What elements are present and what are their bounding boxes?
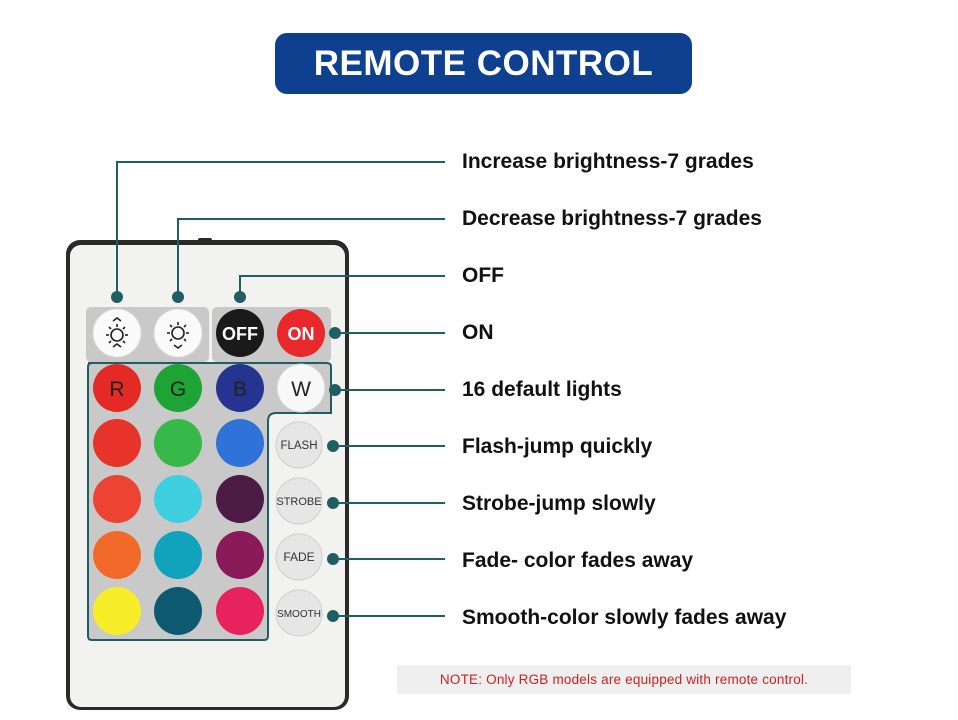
ir-window [198, 238, 212, 243]
page-title: REMOTE CONTROL [275, 33, 692, 94]
flash-button-label: FLASH [280, 440, 317, 452]
smooth-button-label: SMOOTH [277, 609, 321, 620]
red-button[interactable]: R [93, 364, 141, 412]
color-button[interactable] [93, 587, 141, 635]
color-button[interactable] [93, 531, 141, 579]
callout-line-brightness-up [116, 161, 445, 297]
off-button[interactable]: OFF [216, 309, 264, 357]
callout-off: OFF [462, 264, 504, 287]
strobe-button-label: STROBE [276, 496, 321, 508]
smooth-button[interactable]: SMOOTH [275, 589, 323, 637]
color-button[interactable] [216, 419, 264, 467]
color-button[interactable] [216, 531, 264, 579]
brightness-up-button[interactable] [92, 308, 142, 358]
white-button[interactable]: W [276, 363, 326, 413]
white-button-label: W [291, 378, 311, 401]
strobe-button[interactable]: STROBE [275, 477, 323, 525]
fade-button-label: FADE [283, 550, 314, 564]
green-button[interactable]: G [154, 364, 202, 412]
callout-flash: Flash-jump quickly [462, 435, 653, 458]
off-button-label: OFF [222, 324, 258, 344]
callout-line-off [239, 275, 445, 297]
note-text: NOTE: Only RGB models are equipped with … [397, 665, 851, 694]
blue-button[interactable]: B [216, 364, 264, 412]
color-button[interactable] [216, 587, 264, 635]
callout-line-brightness-down [177, 218, 445, 297]
on-button-label: ON [288, 324, 315, 344]
callout-on: ON [462, 321, 494, 344]
color-button[interactable] [154, 587, 202, 635]
on-button[interactable]: ON [277, 309, 325, 357]
fade-button[interactable]: FADE [275, 533, 323, 581]
callout-default-lights: 16 default lights [462, 378, 622, 401]
callout-strobe: Strobe-jump slowly [462, 492, 656, 515]
flash-button[interactable]: FLASH [275, 421, 323, 469]
callout-smooth: Smooth-color slowly fades away [462, 606, 787, 629]
callout-decrease-brightness: Decrease brightness-7 grades [462, 207, 762, 230]
sun-down-icon [167, 322, 189, 349]
green-button-label: G [170, 378, 186, 401]
callout-dots [111, 291, 341, 622]
sun-up-icon [106, 317, 128, 348]
color-button[interactable] [154, 419, 202, 467]
brightness-down-button[interactable] [153, 308, 203, 358]
color-button[interactable] [93, 475, 141, 523]
callout-increase-brightness: Increase brightness-7 grades [462, 150, 754, 173]
callout-lines [116, 161, 445, 617]
color-button[interactable] [216, 475, 264, 523]
blue-button-label: B [233, 378, 247, 401]
red-button-label: R [109, 378, 124, 401]
color-button[interactable] [154, 475, 202, 523]
color-well [87, 362, 332, 641]
color-button[interactable] [93, 419, 141, 467]
callout-fade: Fade- color fades away [462, 549, 694, 572]
color-button[interactable] [154, 531, 202, 579]
